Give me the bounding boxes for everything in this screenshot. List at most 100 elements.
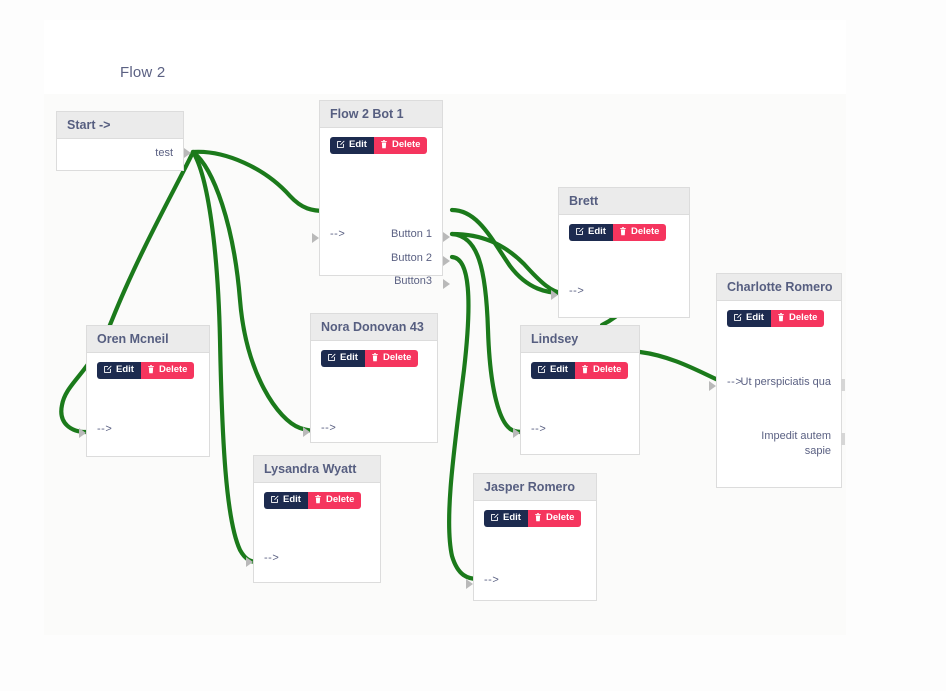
pencil-square-icon: [328, 353, 336, 362]
trash-icon: [535, 513, 541, 522]
node-body: Edit Delete -->: [79, 353, 209, 456]
trash-icon: [148, 365, 154, 374]
node-title: Brett: [559, 188, 689, 215]
input-port-label: -->: [97, 423, 113, 435]
input-handle[interactable]: [246, 557, 253, 567]
delete-button[interactable]: Delete: [364, 350, 419, 367]
input-handle[interactable]: [709, 381, 716, 391]
node-jasper-romero[interactable]: Jasper Romero Edit Delete: [466, 473, 597, 601]
delete-button-label: Delete: [630, 226, 660, 237]
pencil-square-icon: [337, 140, 345, 149]
node-lysandra-wyatt[interactable]: Lysandra Wyatt Edit Delete: [246, 455, 381, 583]
input-port-label: -->: [727, 376, 743, 388]
input-handle[interactable]: [79, 428, 86, 438]
node-title: Lindsey: [521, 326, 639, 353]
output-handle-button-2[interactable]: [443, 256, 450, 266]
input-port-label: -->: [330, 228, 346, 240]
node-body: test: [57, 139, 191, 170]
node-action-buttons: Edit Delete: [569, 224, 667, 241]
edit-button-label: Edit: [340, 352, 358, 363]
trash-icon: [372, 353, 378, 362]
output-port-label-button-3[interactable]: Button3: [394, 275, 432, 287]
trash-icon: [381, 140, 387, 149]
input-handle[interactable]: [513, 428, 520, 438]
edit-button[interactable]: Edit: [264, 492, 308, 509]
edit-button[interactable]: Edit: [569, 224, 613, 241]
input-port-label: -->: [264, 552, 280, 564]
input-port-label: -->: [531, 423, 547, 435]
input-handle[interactable]: [312, 233, 319, 243]
edit-button[interactable]: Edit: [97, 362, 141, 379]
node-title: Jasper Romero: [474, 474, 596, 501]
node-body: Edit Delete --> Ut perspiciatis qua Impe…: [709, 301, 845, 487]
trash-icon: [620, 227, 626, 236]
node-action-buttons: Edit Delete: [97, 362, 195, 379]
trash-icon: [582, 365, 588, 374]
delete-button[interactable]: Delete: [307, 492, 362, 509]
output-handle-button-1[interactable]: [443, 232, 450, 242]
message-text-1: Ut perspiciatis qua: [740, 376, 832, 388]
output-port-label-button-2[interactable]: Button 2: [391, 252, 432, 264]
node-action-buttons: Edit Delete: [727, 310, 825, 327]
pencil-square-icon: [271, 495, 279, 504]
edit-button-label: Edit: [503, 512, 521, 523]
pencil-square-icon: [538, 365, 546, 374]
edit-button-label: Edit: [116, 364, 134, 375]
message-text-2: Impedit autem sapie: [761, 430, 831, 457]
node-title: Oren Mcneil: [87, 326, 209, 353]
output-handle-button-3[interactable]: [443, 279, 450, 289]
pencil-square-icon: [576, 227, 584, 236]
edit-button-label: Edit: [349, 139, 367, 150]
node-title: Charlotte Romero: [717, 274, 841, 301]
output-handle-message-2[interactable]: [841, 433, 845, 445]
delete-button-label: Delete: [788, 312, 818, 323]
node-nora-donovan-43[interactable]: Nora Donovan 43 Edit Delete: [303, 313, 438, 443]
input-handle[interactable]: [466, 579, 473, 589]
delete-button[interactable]: Delete: [140, 362, 195, 379]
edit-button-label: Edit: [588, 226, 606, 237]
edit-button-label: Edit: [283, 494, 301, 505]
input-handle[interactable]: [303, 427, 310, 437]
input-port-label: -->: [321, 422, 337, 434]
node-title: Nora Donovan 43: [311, 314, 437, 341]
node-flow-2-bot-1[interactable]: Flow 2 Bot 1 Edit Delete: [312, 100, 450, 289]
node-body: Edit Delete -->: [246, 483, 380, 582]
input-handle[interactable]: [551, 290, 558, 300]
flow-title-bar: Flow 2: [44, 20, 846, 94]
edit-button[interactable]: Edit: [484, 510, 528, 527]
output-handle-message-1[interactable]: [841, 379, 845, 391]
trash-icon: [778, 313, 784, 322]
trash-icon: [315, 495, 321, 504]
node-lindsey[interactable]: Lindsey Edit Delete: [513, 325, 640, 455]
output-handle-test[interactable]: [184, 148, 191, 158]
delete-button[interactable]: Delete: [373, 137, 428, 154]
node-action-buttons: Edit Delete: [330, 137, 428, 154]
node-title: Flow 2 Bot 1: [320, 101, 442, 128]
node-oren-mcneil[interactable]: Oren Mcneil Edit Delete: [79, 325, 210, 457]
delete-button[interactable]: Delete: [770, 310, 825, 327]
node-brett[interactable]: Brett Edit Delete: [551, 187, 690, 318]
delete-button[interactable]: Delete: [612, 224, 667, 241]
output-port-label-test[interactable]: test: [155, 147, 173, 159]
edit-button[interactable]: Edit: [531, 362, 575, 379]
edit-button-label: Edit: [550, 364, 568, 375]
node-body: Edit Delete -->: [551, 215, 689, 317]
page-title: Flow 2: [120, 64, 166, 81]
node-body: Edit Delete -->: [513, 353, 639, 454]
delete-button-label: Delete: [545, 512, 575, 523]
node-body: Edit Delete -->: [466, 501, 596, 600]
edit-button[interactable]: Edit: [330, 137, 374, 154]
delete-button-label: Delete: [391, 139, 421, 150]
output-port-label-button-1[interactable]: Button 1: [391, 228, 432, 240]
edit-button[interactable]: Edit: [321, 350, 365, 367]
delete-button[interactable]: Delete: [527, 510, 582, 527]
delete-button-label: Delete: [158, 364, 188, 375]
edit-button-label: Edit: [746, 312, 764, 323]
node-start[interactable]: Start -> test: [56, 111, 191, 171]
delete-button[interactable]: Delete: [574, 362, 629, 379]
input-port-label: -->: [569, 285, 585, 297]
edit-button[interactable]: Edit: [727, 310, 771, 327]
node-charlotte-romero[interactable]: Charlotte Romero Edit Delete: [709, 273, 845, 488]
node-title: Start ->: [57, 112, 183, 139]
